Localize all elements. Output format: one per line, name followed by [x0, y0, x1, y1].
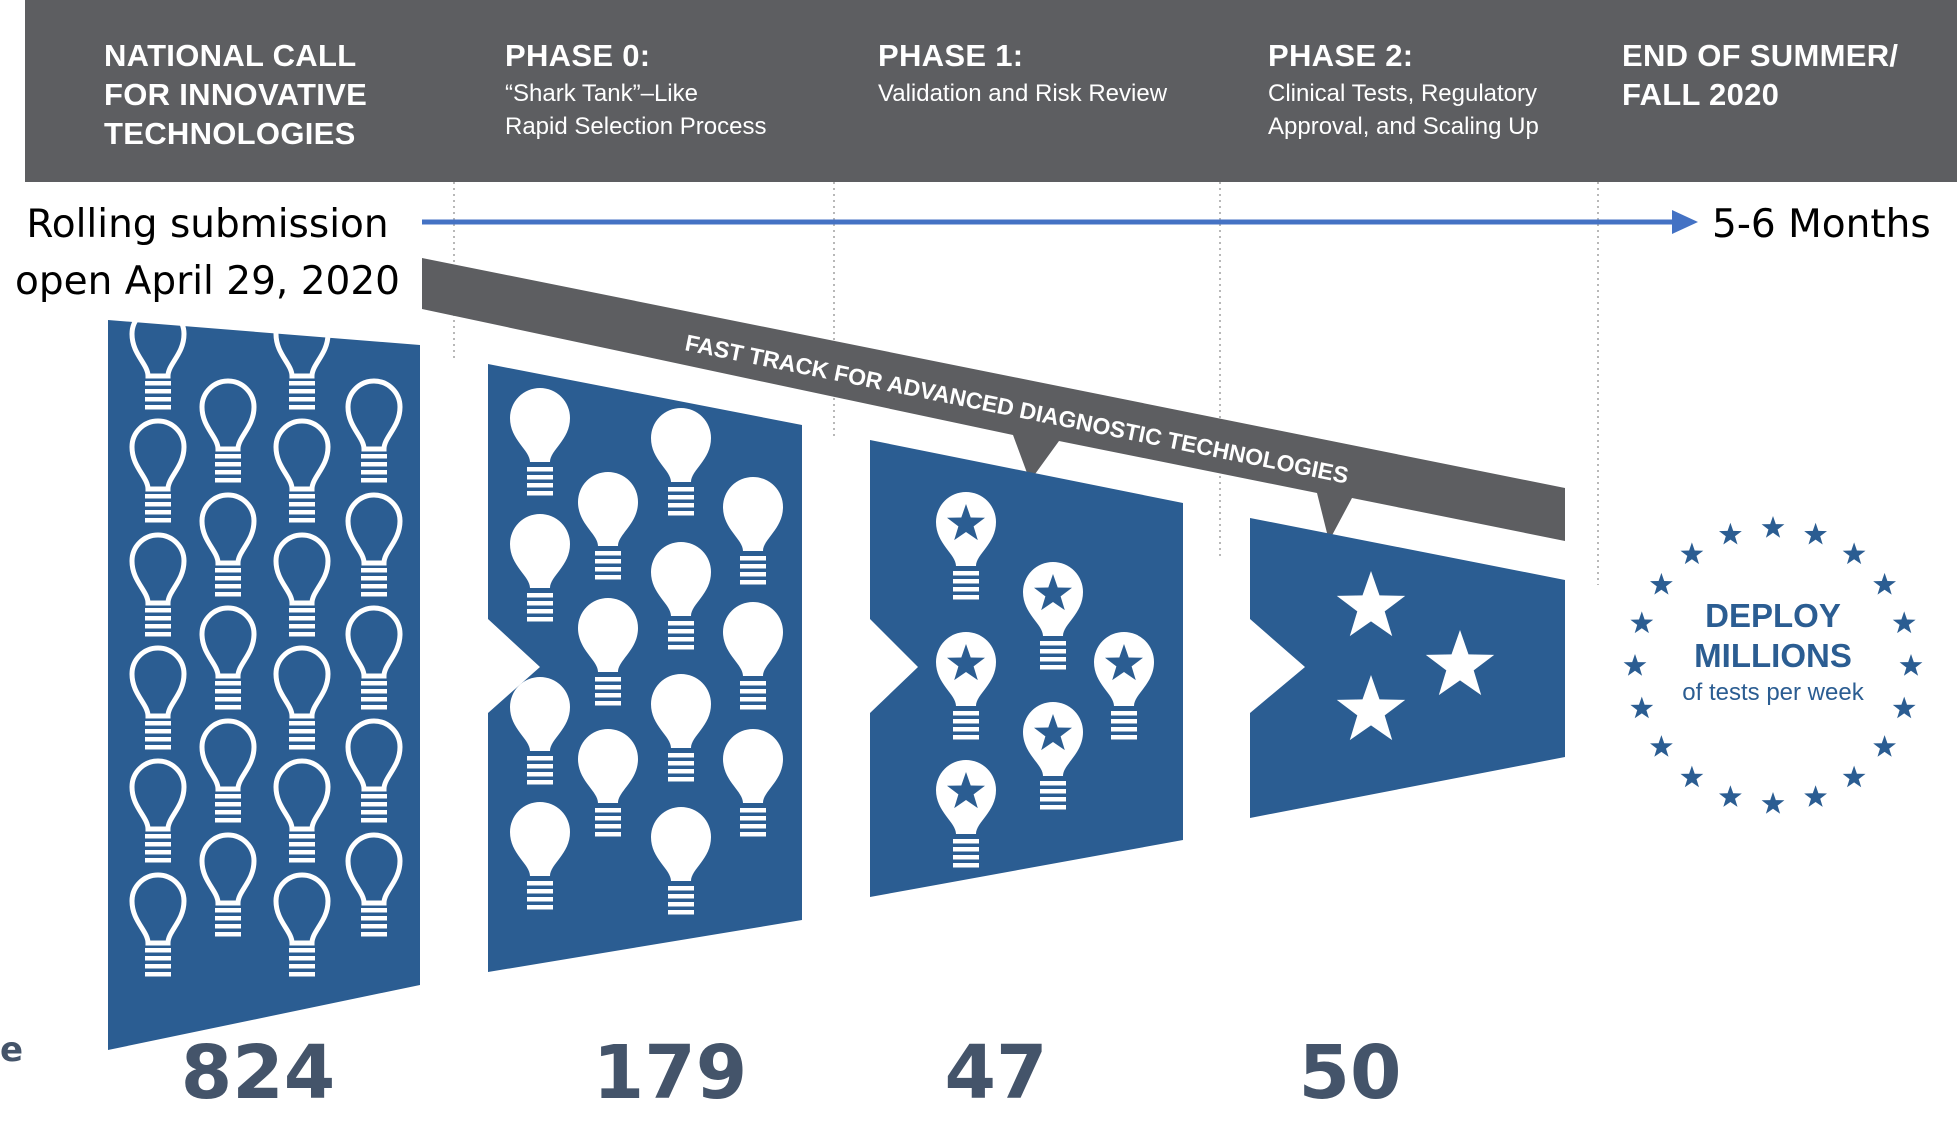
phase-title: PHASE 1:	[878, 38, 1024, 73]
timeline-arrow	[422, 210, 1698, 234]
phase-2: PHASE 2: Clinical Tests, Regulatory Appr…	[1268, 36, 1539, 143]
deploy-label: DEPLOY MILLIONS of tests per week	[1613, 596, 1933, 710]
deploy-line-2: MILLIONS	[1694, 637, 1852, 674]
deploy-line-3: of tests per week	[1682, 679, 1864, 706]
phase-title: PHASE 0:	[505, 38, 651, 73]
phase-title: END OF SUMMER/ FALL 2020	[1622, 38, 1899, 112]
edge-letter: e	[0, 1030, 24, 1070]
timeline-start-label: Rolling submission open April 29, 2020	[15, 202, 400, 304]
phase-end: END OF SUMMER/ FALL 2020	[1622, 36, 1898, 114]
panel-phase-2	[1250, 518, 1565, 818]
count-phase-2: 50	[1298, 1030, 1402, 1116]
phase-title: PHASE 2:	[1268, 38, 1414, 73]
deploy-line-1: DEPLOY	[1705, 597, 1841, 634]
count-national-call: 824	[180, 1030, 336, 1116]
panel-phase-1	[870, 440, 1183, 897]
timeline-end-label: 5-6 Months	[1712, 202, 1931, 247]
header-bar	[25, 0, 1957, 182]
panel-national-call	[108, 308, 420, 1050]
panel-phase-0	[488, 364, 802, 972]
fast-track-band	[422, 258, 1565, 541]
count-phase-1: 47	[944, 1030, 1048, 1116]
phase-national-call: NATIONAL CALL FOR INNOVATIVE TECHNOLOGIE…	[104, 36, 367, 153]
count-phase-0: 179	[592, 1030, 748, 1116]
phase-1: PHASE 1: Validation and Risk Review	[878, 36, 1167, 110]
phase-subtitle: Validation and Risk Review	[878, 80, 1168, 107]
phase-title: NATIONAL CALL FOR INNOVATIVE TECHNOLOGIE…	[104, 38, 368, 151]
phase-subtitle: “Shark Tank”–Like Rapid Selection Proces…	[505, 80, 767, 140]
fast-track-label: FAST TRACK FOR ADVANCED DIAGNOSTIC TECHN…	[683, 329, 1351, 488]
phase-subtitle: Clinical Tests, Regulatory Approval, and…	[1268, 80, 1539, 140]
phase-0: PHASE 0: “Shark Tank”–Like Rapid Selecti…	[505, 36, 766, 143]
